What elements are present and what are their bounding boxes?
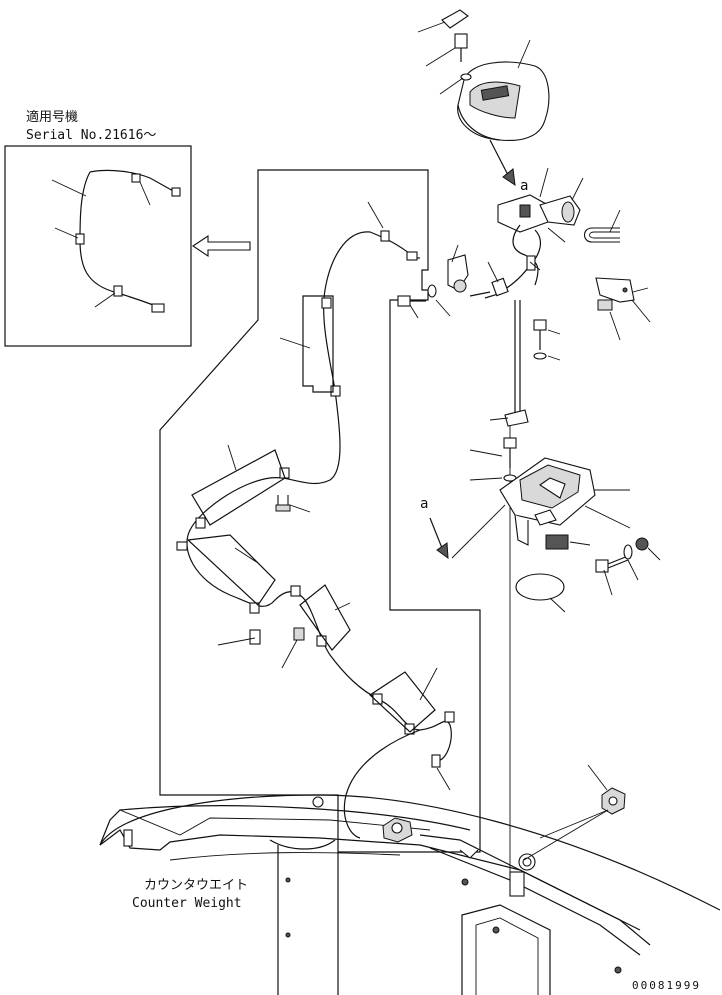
tag-box-3 <box>186 534 276 606</box>
counter-weight: カウンタウエイト Counter Weight <box>99 764 721 995</box>
tag-box-2 <box>191 449 286 526</box>
reference-mark-top: a <box>520 178 528 194</box>
tag-box-1 <box>302 295 334 393</box>
counterweight-label-jp: カウンタウエイト <box>144 878 248 893</box>
mount-base: a <box>420 457 631 560</box>
bolt-nut-set <box>515 537 661 613</box>
counterweight-label-en: Counter Weight <box>132 896 242 911</box>
right-bolts <box>469 319 561 482</box>
reference-mark-bottom: a <box>420 496 428 512</box>
callout-leaders <box>217 201 451 791</box>
serial-inset: 適用号機 Serial No.21616～ <box>4 109 192 347</box>
inset-connector-top <box>171 187 181 197</box>
figure-number: 00081999 <box>632 979 701 992</box>
mount-boundary <box>159 169 481 853</box>
tag-box-4 <box>299 584 351 651</box>
loose-clamps <box>249 495 305 645</box>
inset-harness <box>79 171 161 309</box>
harness-connector-bottom <box>431 754 441 768</box>
harness-connector-top <box>406 251 418 261</box>
lamp-bracket-assembly: a <box>397 167 651 341</box>
decal-plate <box>515 573 565 601</box>
applicability-label: 適用号機 <box>26 109 78 125</box>
inset-frame <box>4 145 192 347</box>
inset-arrow <box>192 234 251 258</box>
inset-connector-bottom <box>151 303 165 313</box>
serial-number-label: Serial No.21616～ <box>26 128 156 143</box>
main-harness <box>176 230 455 839</box>
beacon-lamp <box>417 9 550 187</box>
tag-box-5 <box>369 671 436 733</box>
